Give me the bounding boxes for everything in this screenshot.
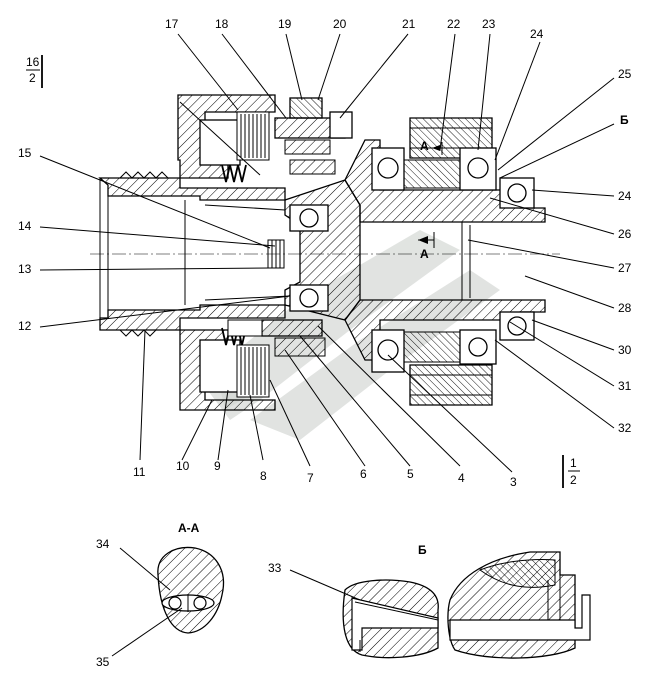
part-number-23: 23 <box>482 17 496 31</box>
part-number-9: 9 <box>214 459 221 473</box>
part-number-17: 17 <box>165 17 179 31</box>
part-numbers: 17 18 19 20 21 22 23 24 25 Б 24 26 27 28… <box>18 17 632 489</box>
section-a-a-detail: А-А 34 35 <box>96 521 224 669</box>
part-number-5: 5 <box>407 467 414 481</box>
part-number-30: 30 <box>618 343 632 357</box>
part-number-7: 7 <box>307 471 314 485</box>
section-mark-bottom-upper: 1 <box>570 456 577 470</box>
leader-lines <box>39 33 615 473</box>
part-number-12: 12 <box>18 319 32 333</box>
part-number-10: 10 <box>176 459 190 473</box>
section-a-arrow: А А <box>418 139 443 261</box>
part-number-32: 32 <box>618 421 632 435</box>
main-assembly-section <box>90 94 560 411</box>
section-mark-top-upper: 16 <box>26 55 40 69</box>
view-b-marker: Б <box>620 113 629 127</box>
part-number-33: 33 <box>268 561 282 575</box>
section-a-letter-lower: А <box>420 247 429 261</box>
friction-discs-lower <box>236 344 270 398</box>
section-mark-bottom-lower: 2 <box>570 473 577 487</box>
part-number-8: 8 <box>260 469 267 483</box>
part-number-3: 3 <box>510 475 517 489</box>
view-b-detail: Б 33 <box>268 543 591 659</box>
part-number-24-top: 24 <box>530 27 544 41</box>
part-number-24-right: 24 <box>618 189 632 203</box>
section-mark-top: 16 2 <box>26 55 43 88</box>
section-a-letter-upper: А <box>420 139 429 153</box>
hub-bearings <box>289 204 329 312</box>
section-a-a-title: А-А <box>178 521 200 535</box>
part-number-22: 22 <box>447 17 461 31</box>
part-number-4: 4 <box>458 471 465 485</box>
part-number-26: 26 <box>618 227 632 241</box>
part-number-20: 20 <box>333 17 347 31</box>
part-number-27: 27 <box>618 261 632 275</box>
section-mark-bottom: 1 2 <box>562 455 580 488</box>
part-number-18: 18 <box>215 17 229 31</box>
part-number-13: 13 <box>18 262 32 276</box>
part-number-6: 6 <box>360 467 367 481</box>
part-number-21: 21 <box>402 17 416 31</box>
part-number-25: 25 <box>618 67 632 81</box>
part-number-31: 31 <box>618 379 632 393</box>
friction-discs-upper <box>236 111 270 161</box>
view-b-title: Б <box>418 543 427 557</box>
part-number-28: 28 <box>618 301 632 315</box>
part-number-34: 34 <box>96 537 110 551</box>
part-number-19: 19 <box>278 17 292 31</box>
part-number-35: 35 <box>96 655 110 669</box>
part-number-11: 11 <box>133 465 146 479</box>
part-number-14: 14 <box>18 219 32 233</box>
section-mark-top-lower: 2 <box>29 71 36 85</box>
part-number-15: 15 <box>18 146 32 160</box>
